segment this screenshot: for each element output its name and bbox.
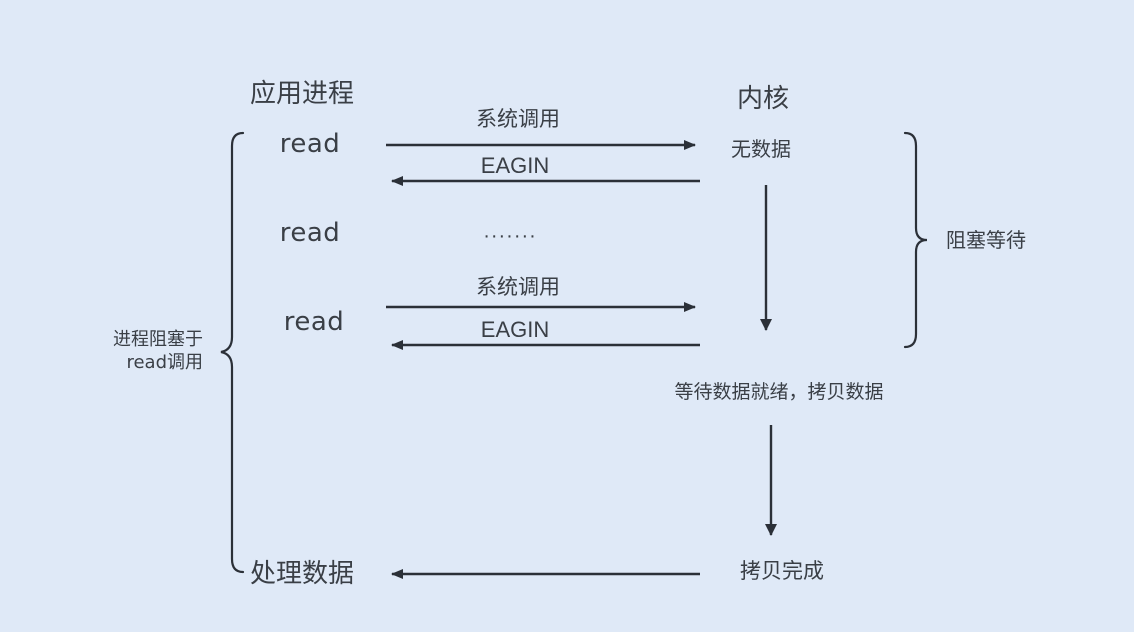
column-header-application: 应用进程	[249, 79, 355, 109]
process-call-read-1: read	[279, 129, 341, 159]
right-brace-label: 阻塞等待	[946, 228, 1026, 252]
process-call-read-2: read	[279, 218, 341, 248]
right-brace	[903, 131, 928, 349]
left-brace-label-line1: 进程阻塞于	[113, 329, 203, 350]
message-label-eagin-1: EAGIN	[480, 153, 550, 178]
process-result-label: 处理数据	[249, 559, 355, 589]
kernel-state-no-data: 无数据	[731, 137, 791, 161]
message-label-syscall-1: 系统调用	[476, 107, 560, 131]
message-label-syscall-2: 系统调用	[476, 275, 560, 299]
column-header-kernel: 内核	[736, 84, 790, 114]
process-call-read-3: read	[283, 307, 345, 337]
left-brace	[220, 131, 245, 574]
kernel-state-wait-copy: 等待数据就绪，拷贝数据	[674, 381, 884, 403]
kernel-state-copy-done: 拷贝完成	[740, 559, 824, 583]
left-brace-label-line2: read调用	[126, 352, 203, 373]
message-label-eagin-2: EAGIN	[480, 317, 550, 342]
message-label-ellipsis: ·······	[483, 225, 537, 247]
